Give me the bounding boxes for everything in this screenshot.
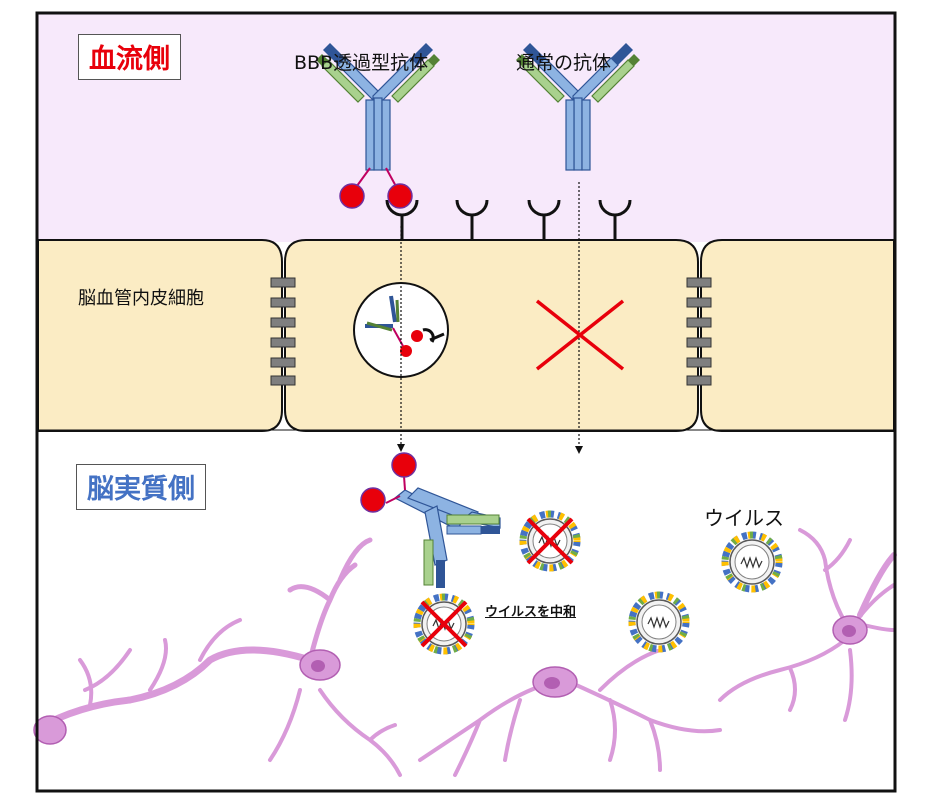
normal-antibody-label: 通常の抗体 (516, 52, 612, 74)
neuron-icon (33, 528, 897, 777)
transport-paths (397, 182, 583, 454)
center-cell (284, 239, 699, 432)
blood-side-label: 血流側 (78, 34, 181, 80)
virus-label: ウイルス (704, 506, 784, 530)
bbb-antibody-icon (315, 42, 441, 209)
endothelial-cell-layer (37, 239, 895, 432)
right-cell (700, 239, 895, 432)
neutralize-label: ウイルスを中和 (485, 605, 577, 620)
bbb-antibody-label: BBB透過型抗体 (294, 52, 429, 74)
brain-antibody-icon (360, 452, 501, 588)
brain-side-label: 脳実質側 (76, 464, 206, 510)
cross-mark-icon (535, 299, 625, 371)
left-cell (37, 239, 283, 432)
endothelial-cell-label: 脳血管内皮細胞 (78, 288, 204, 309)
outer-frame (35, 11, 897, 793)
